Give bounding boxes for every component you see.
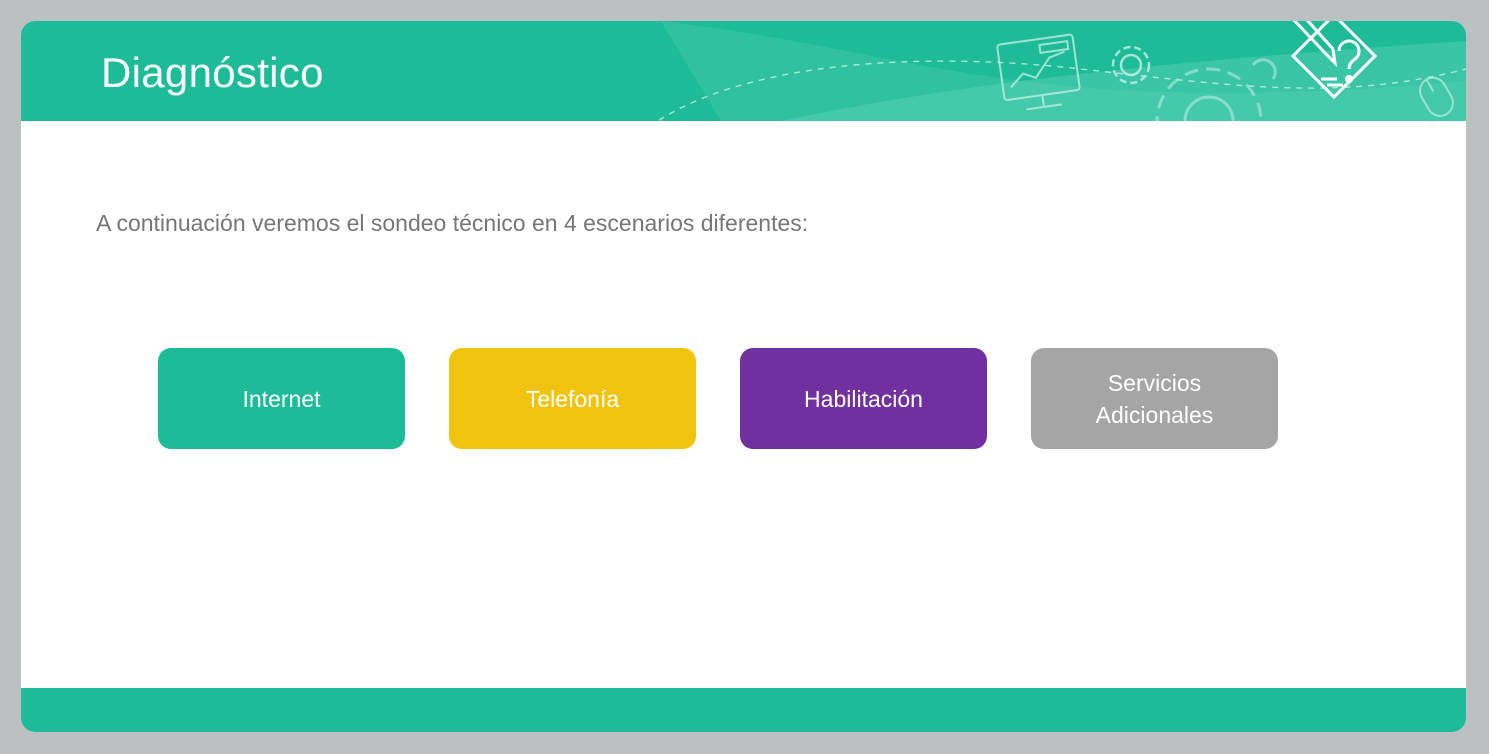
option-label: Servicios Adicionales bbox=[1095, 369, 1214, 428]
option-servicios-adicionales-button[interactable]: Servicios Adicionales bbox=[1031, 348, 1278, 449]
presentation-screen-icon bbox=[996, 33, 1081, 111]
intro-text: A continuación veremos el sondeo técnico… bbox=[96, 210, 809, 236]
page-title: Diagnóstico bbox=[101, 49, 324, 96]
header-swoosh bbox=[661, 21, 1466, 121]
diagnostic-diamond-icon bbox=[1290, 21, 1378, 100]
option-telefonia-button[interactable]: Telefonía bbox=[449, 348, 696, 449]
option-label: Internet bbox=[242, 385, 321, 412]
mouse-icon bbox=[1419, 76, 1454, 117]
footer-bar bbox=[21, 688, 1466, 732]
gear-icon bbox=[1111, 45, 1151, 85]
large-gear-icon bbox=[1155, 58, 1277, 121]
option-label: Habilitación bbox=[804, 385, 923, 412]
option-label: Telefonía bbox=[525, 385, 620, 412]
option-internet-button[interactable]: Internet bbox=[158, 348, 405, 449]
slide: Diagnóstico A continuación veremos el so… bbox=[21, 21, 1466, 732]
header-banner: Diagnóstico bbox=[21, 21, 1466, 121]
option-habilitacion-button[interactable]: Habilitación bbox=[740, 348, 987, 449]
header-decoration bbox=[656, 21, 1466, 121]
dashed-curve bbox=[656, 60, 1466, 121]
